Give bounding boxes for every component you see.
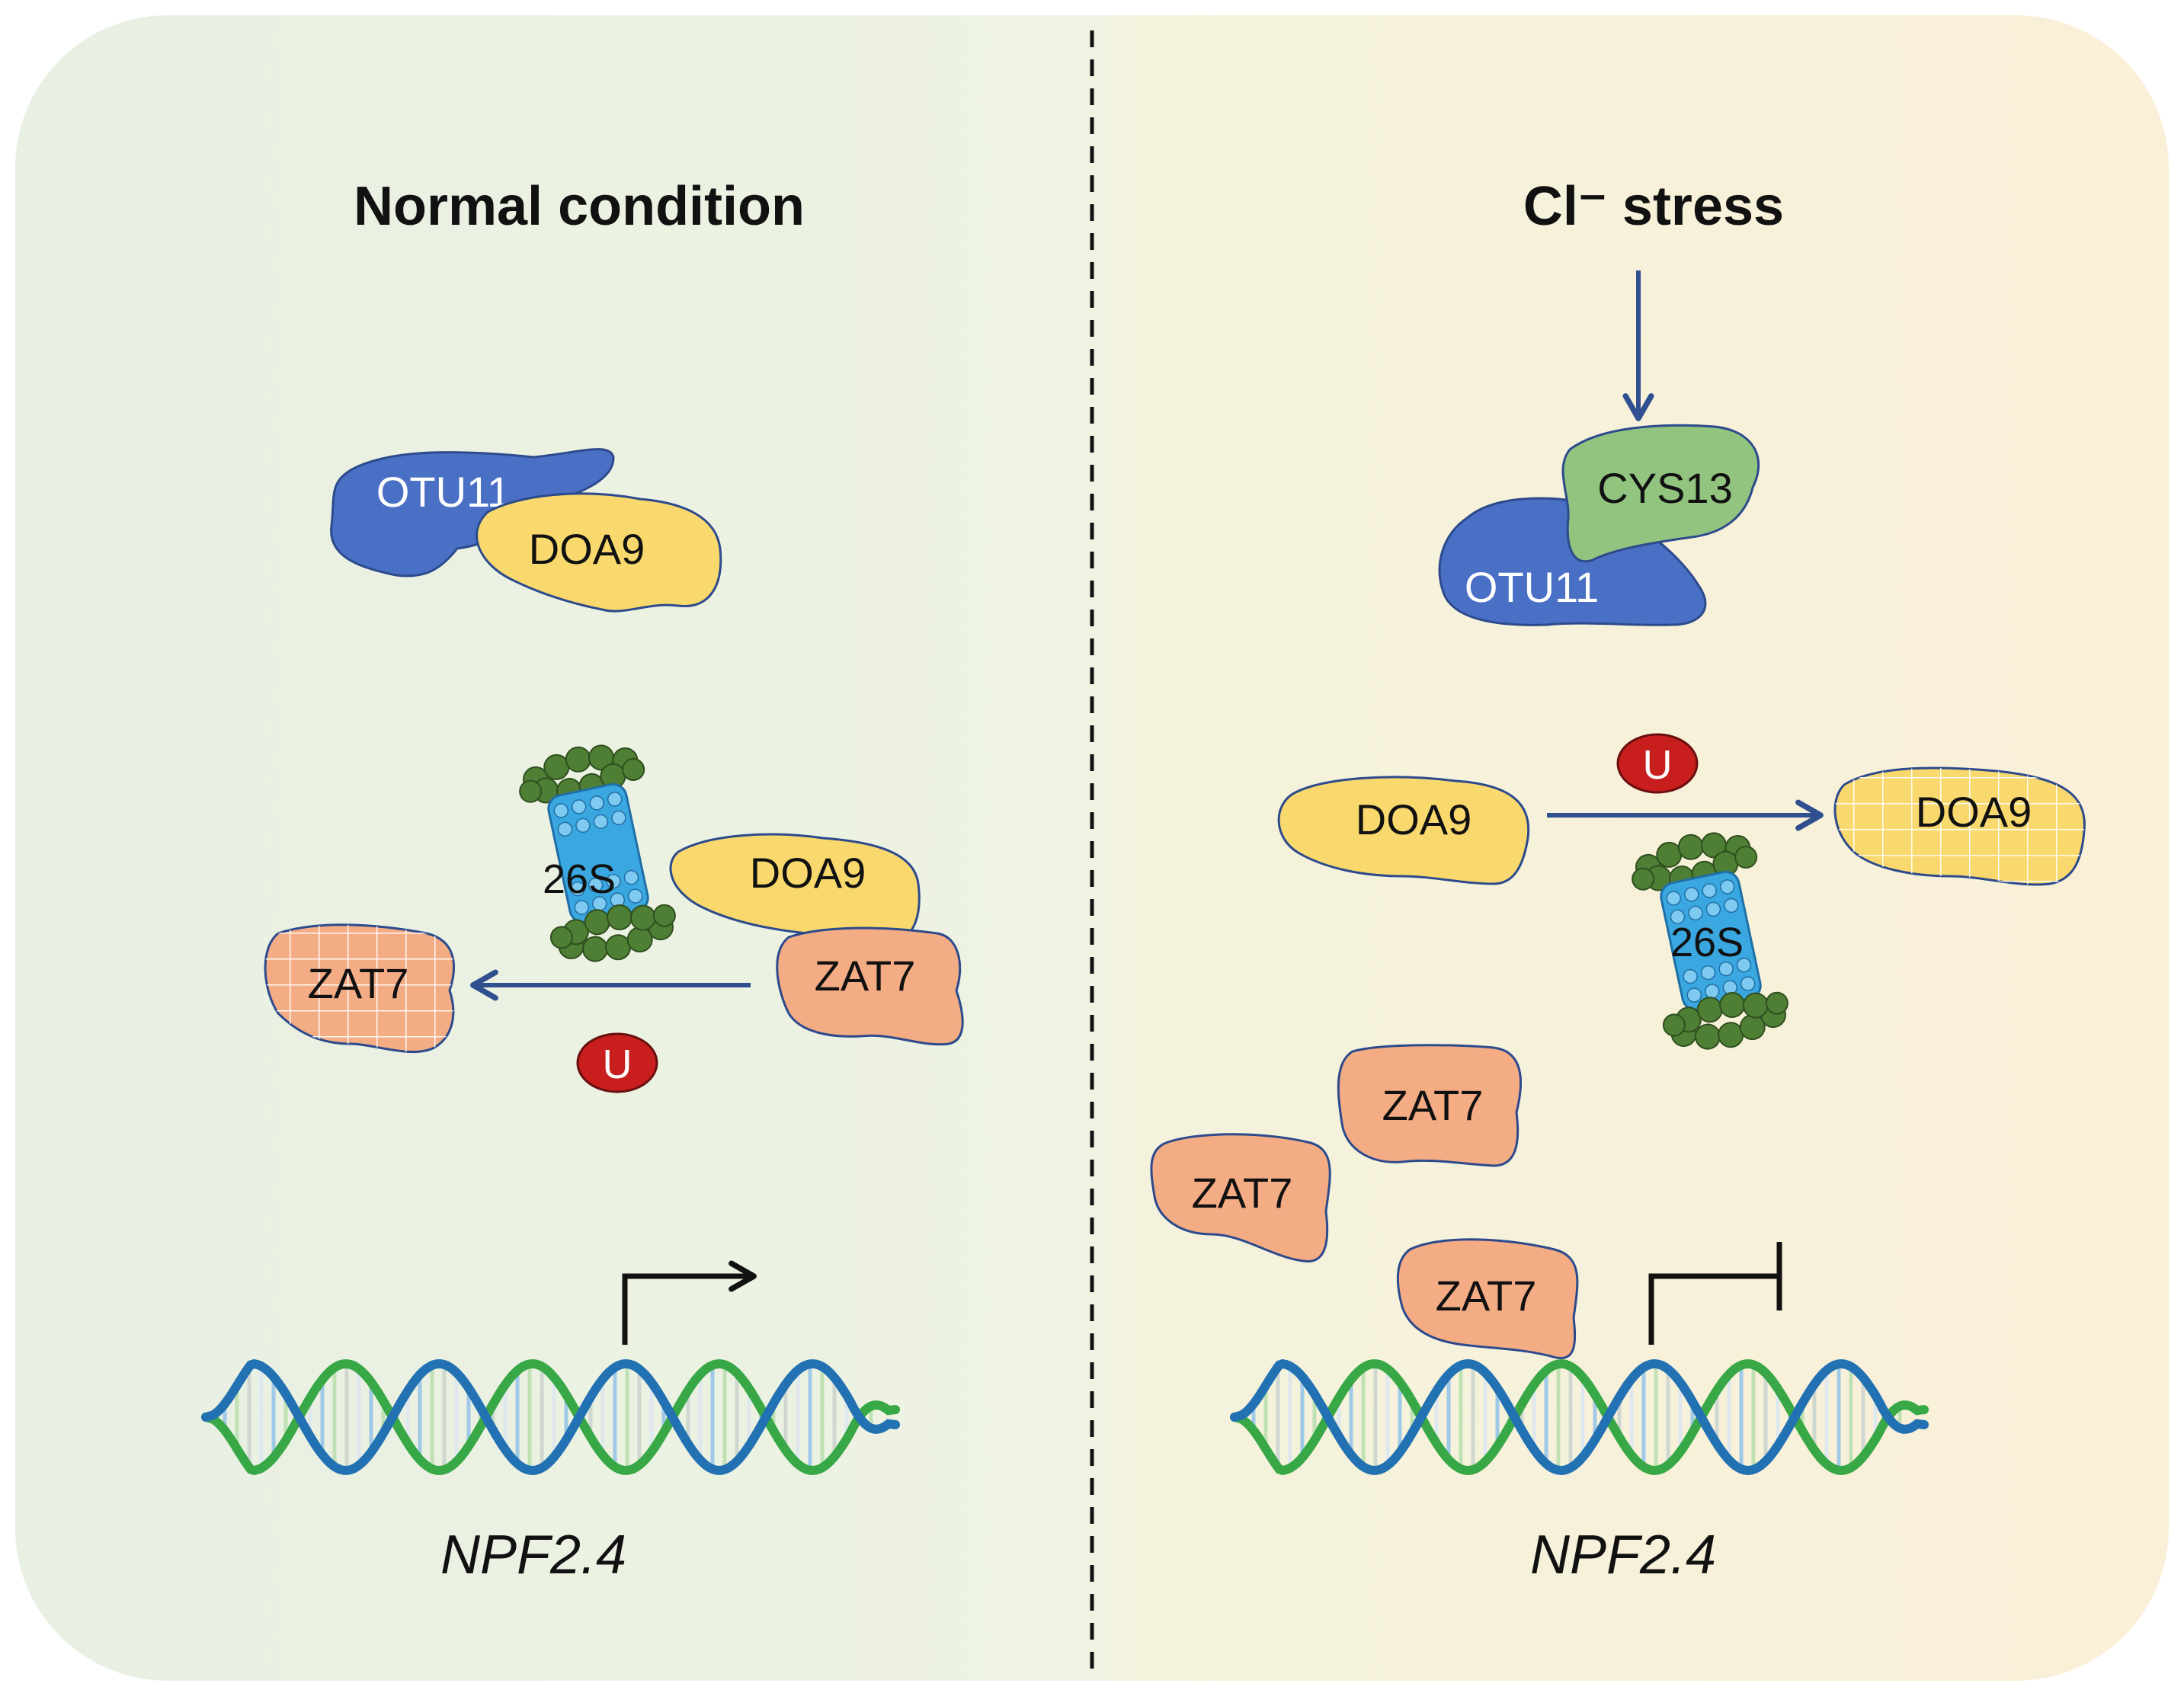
zat7-shape-1 [1337, 1044, 1523, 1167]
dna-strand-green [201, 1358, 900, 1476]
ubiquitin-badge-left: U [576, 1032, 658, 1093]
proteasome-label-right: 26S [1670, 920, 1744, 965]
doa9-shape-complex [476, 492, 722, 613]
dna-helix-right [1230, 1358, 1929, 1476]
right-panel-title: Cl⁻ stress [1523, 176, 1784, 237]
zat7-label-2: ZAT7 [1192, 1169, 1293, 1217]
ubiquitin-badge-right: U [1616, 733, 1699, 794]
zat7-shape-3 [1396, 1238, 1579, 1359]
doa9-label-left: DOA9 [750, 849, 866, 897]
dna-helix-left [201, 1358, 900, 1476]
transcription-active-arrow [622, 1260, 757, 1345]
zat7-label-substrate: ZAT7 [815, 952, 916, 1000]
doa9-label-complex: DOA9 [529, 525, 645, 573]
zat7-degraded: ZAT7 [264, 923, 455, 1054]
doa9-label-substrate: DOA9 [1356, 795, 1472, 843]
doa9-shape-substrate [1277, 776, 1530, 885]
gene-label-right: NPF2.4 [1530, 1525, 1716, 1586]
left-panel-title: Normal condition [354, 176, 805, 237]
dna-strand-green [1230, 1358, 1929, 1476]
zat7-label-1: ZAT7 [1382, 1081, 1484, 1129]
right-panel: Cl⁻ stress OTU11 CYS13 DOA9 U DOA9 26S [1150, 176, 2086, 1586]
transcription-blocked-arrow [1648, 1273, 1779, 1345]
cys13-label: CYS13 [1597, 464, 1732, 512]
otu11-label: OTU11 [376, 468, 511, 516]
zat7-shape-2 [1150, 1133, 1331, 1263]
otu11-label-right: OTU11 [1465, 563, 1599, 611]
doa9-degraded: DOA9 [1833, 766, 2086, 886]
zat7-label-3: ZAT7 [1436, 1272, 1537, 1320]
doa9-label-degraded: DOA9 [1916, 788, 2032, 836]
ubiquitin-label-right: U [1643, 742, 1673, 788]
ubiquitin-label-left: U [603, 1042, 632, 1087]
dna-strand-blue [1230, 1358, 1929, 1476]
otu11-doa9-complex: OTU11 DOA9 [330, 448, 722, 613]
zat7-label-degraded: ZAT7 [308, 959, 409, 1007]
zat7-shape-substrate [776, 926, 964, 1046]
left-panel: Normal condition OTU11 DOA9 26S DOA9 ZAT… [201, 176, 964, 1586]
cys13-shape [1561, 424, 1760, 563]
dna-strand-blue [201, 1358, 900, 1476]
proteasome-label-left: 26S [543, 856, 616, 902]
gene-label-left: NPF2.4 [440, 1525, 626, 1586]
